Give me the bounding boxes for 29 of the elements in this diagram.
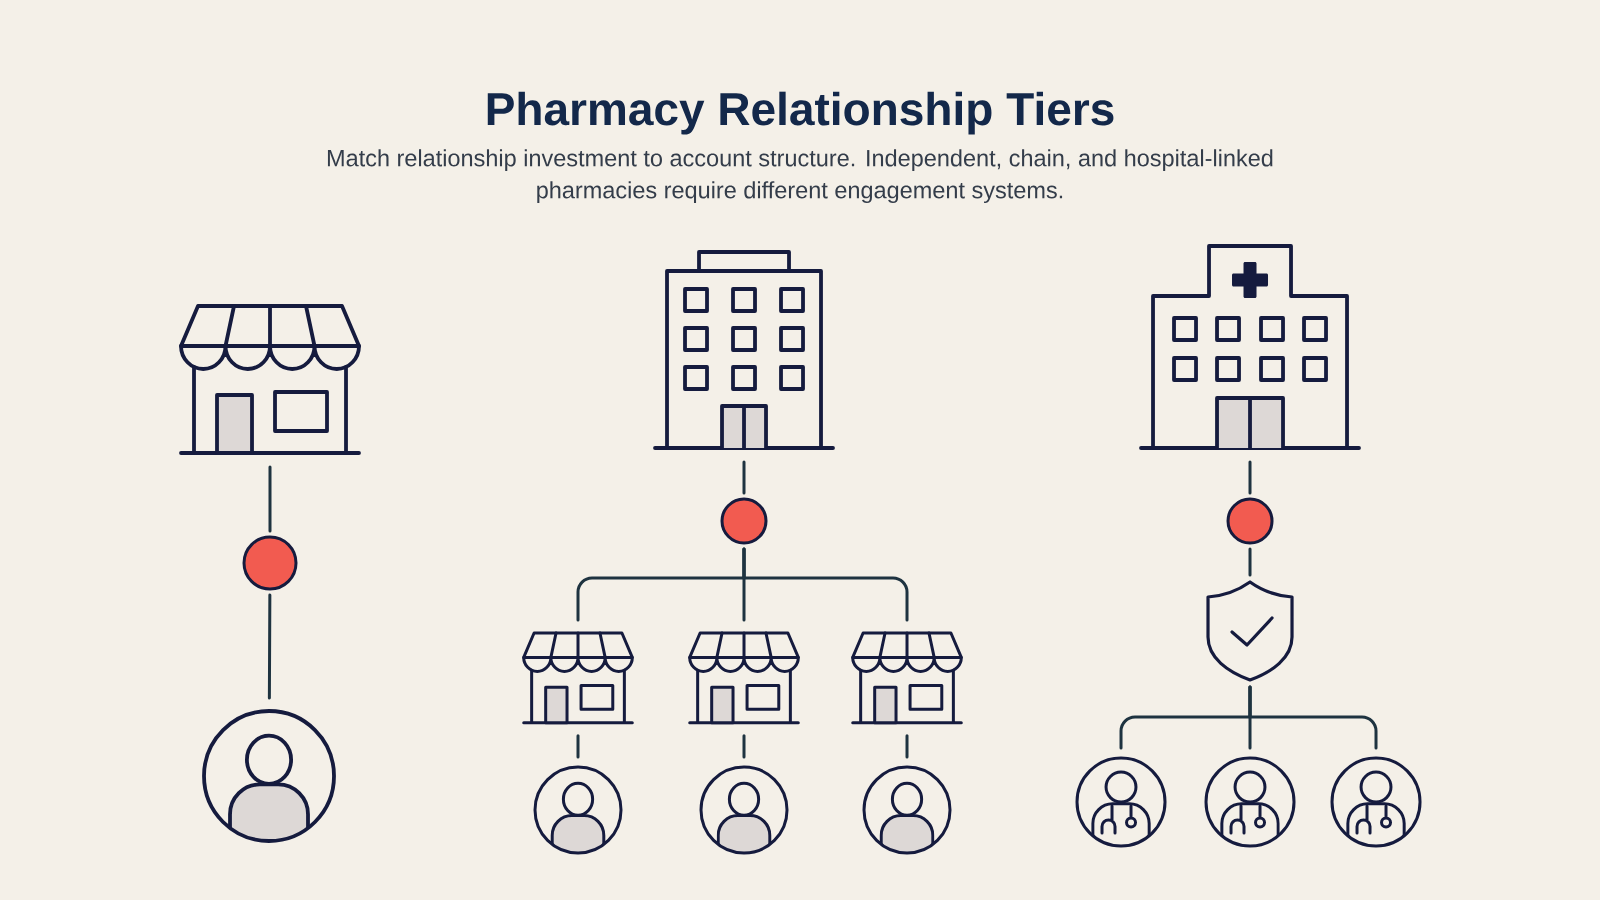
connector-line bbox=[742, 547, 909, 622]
office-building-drawing bbox=[653, 250, 835, 450]
connector-line bbox=[576, 734, 580, 759]
connector-line bbox=[1248, 460, 1252, 495]
shield-drawing bbox=[1206, 580, 1294, 682]
title: Pharmacy Relationship Tiers bbox=[487, 91, 1114, 135]
connector-line bbox=[267, 593, 272, 700]
hospital-drawing bbox=[1139, 244, 1361, 450]
dot bbox=[1226, 497, 1274, 545]
storefront-drawing bbox=[688, 631, 800, 725]
storefront-drawing bbox=[179, 304, 361, 455]
doctor-icon bbox=[1075, 756, 1167, 848]
person-icon bbox=[862, 765, 952, 855]
storefront-drawing bbox=[522, 631, 634, 725]
connector-line bbox=[1248, 547, 1252, 577]
storefront-drawing bbox=[851, 631, 963, 725]
connector-line bbox=[905, 734, 909, 759]
person-icon bbox=[699, 765, 789, 855]
dot bbox=[720, 497, 768, 545]
subtitle: Match relationship investment to account structure. Independent, chain, and hospital-linked pharmacies require different engagement systems. bbox=[327, 149, 1273, 204]
connector-line bbox=[268, 465, 272, 533]
connector-line bbox=[742, 460, 746, 495]
connector-line bbox=[742, 734, 746, 759]
connector-line bbox=[1248, 685, 1378, 750]
doctor-icon bbox=[1204, 756, 1296, 848]
person-icon bbox=[202, 709, 336, 843]
doctor-icon bbox=[1330, 756, 1422, 848]
person-icon bbox=[533, 765, 623, 855]
dot bbox=[242, 535, 298, 591]
